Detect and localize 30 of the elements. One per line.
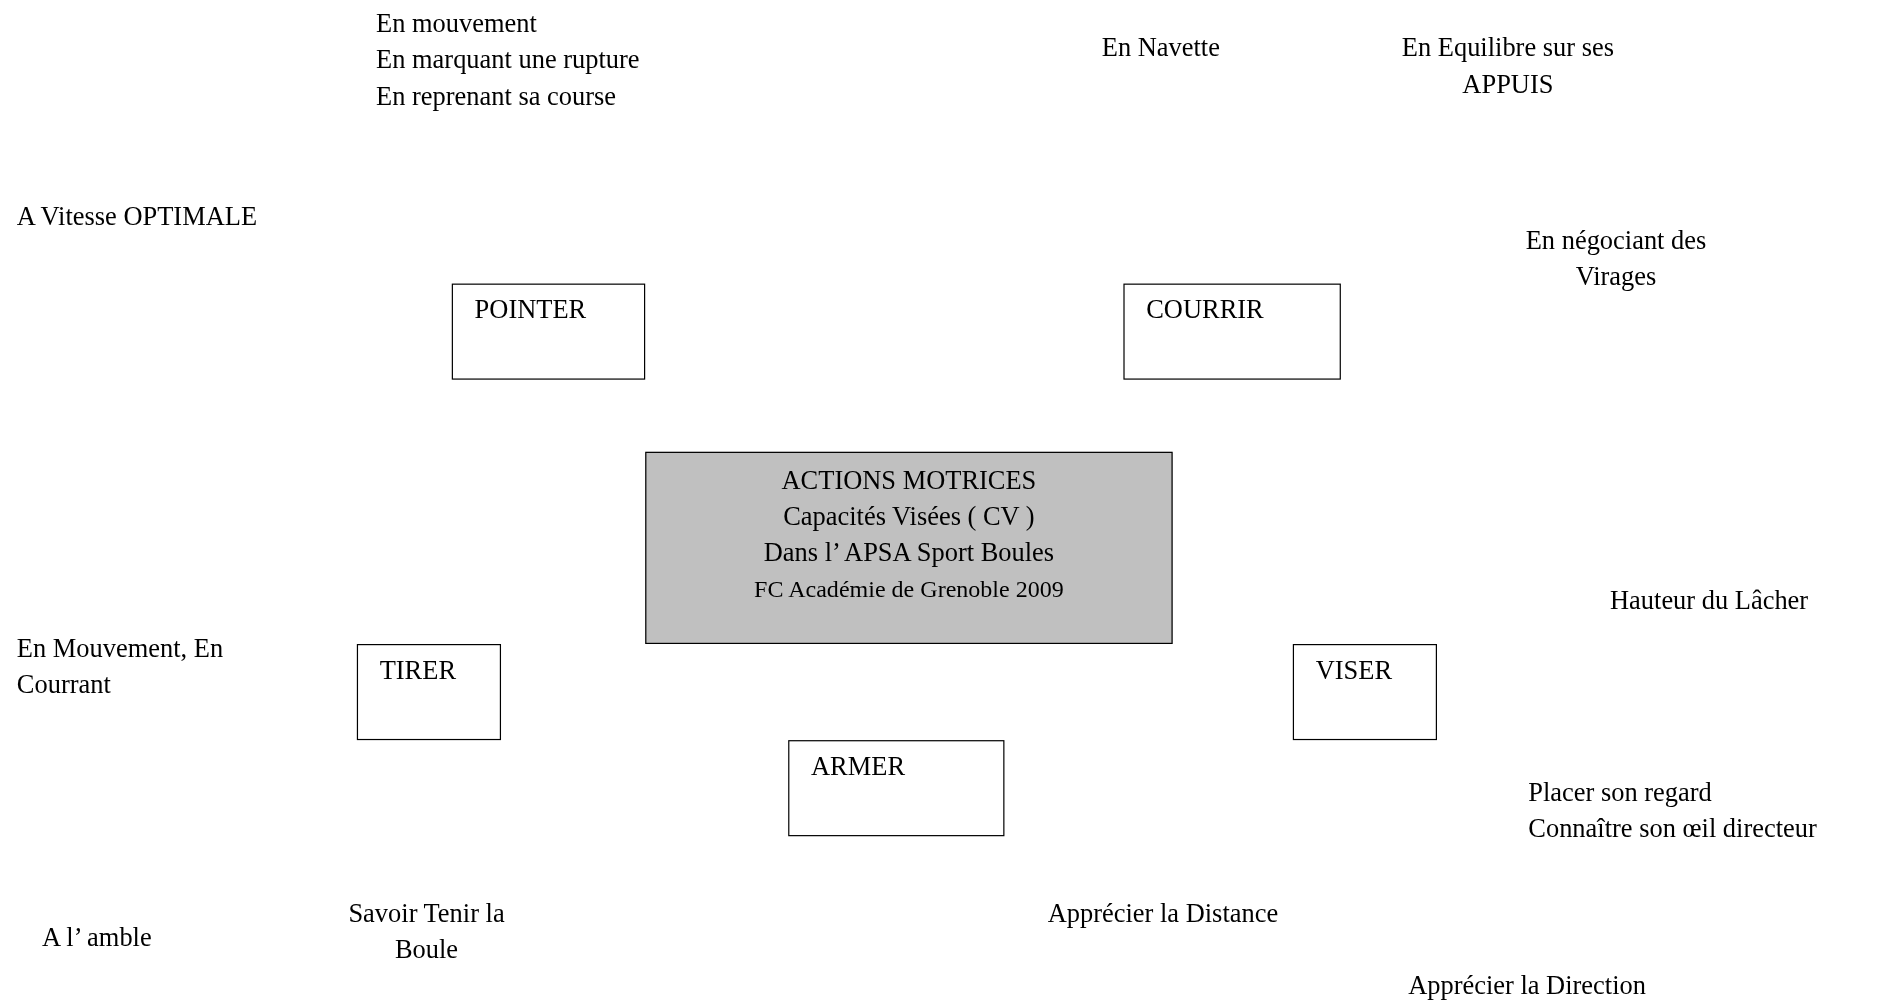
annotation-text: En Mouvement, En Courrant	[16, 632, 225, 702]
action-box	[1292, 644, 1437, 741]
action-box	[356, 644, 502, 741]
annotation-text: Connaître son œil directeur	[1528, 812, 1817, 846]
annotation-text: Placer son regard	[1528, 776, 1712, 810]
action-box	[1123, 283, 1341, 380]
annotation-text: En Equilibre sur ses APPUIS	[1400, 31, 1615, 101]
title-text: Capacités Visées ( CV )	[782, 500, 1036, 534]
annotation-text: En mouvement	[376, 7, 537, 41]
annotation-text: A l’ amble	[42, 920, 152, 954]
action-label: COURRIR	[1146, 294, 1264, 326]
action-box	[451, 283, 646, 380]
action-label: TIRER	[379, 654, 457, 687]
annotation-text: Hauteur du Lâcher	[1610, 584, 1809, 618]
annotation-text: En négociant des Virages	[1524, 223, 1708, 293]
title-box	[645, 451, 1173, 644]
annotation-text: Apprécier la Distance	[1047, 896, 1279, 930]
annotation-text: En marquant une rupture	[376, 43, 640, 77]
action-label: POINTER	[474, 294, 587, 326]
annotation-text: Savoir Tenir la Boule	[347, 896, 506, 966]
annotation-text: A Vitesse OPTIMALE	[16, 199, 258, 233]
annotation-text: Apprécier la Direction	[1408, 968, 1646, 1002]
annotation-text: En reprenant sa course	[376, 79, 617, 113]
title-text: FC Académie de Grenoble 2009	[753, 574, 1065, 604]
action-box	[788, 740, 1005, 837]
title-text: ACTIONS MOTRICES	[780, 464, 1038, 497]
action-label: ARMER	[811, 750, 906, 783]
action-label: VISER	[1315, 654, 1392, 687]
title-text: Dans l’ APSA Sport Boules	[762, 536, 1056, 570]
annotation-text: En Navette	[1101, 31, 1220, 65]
